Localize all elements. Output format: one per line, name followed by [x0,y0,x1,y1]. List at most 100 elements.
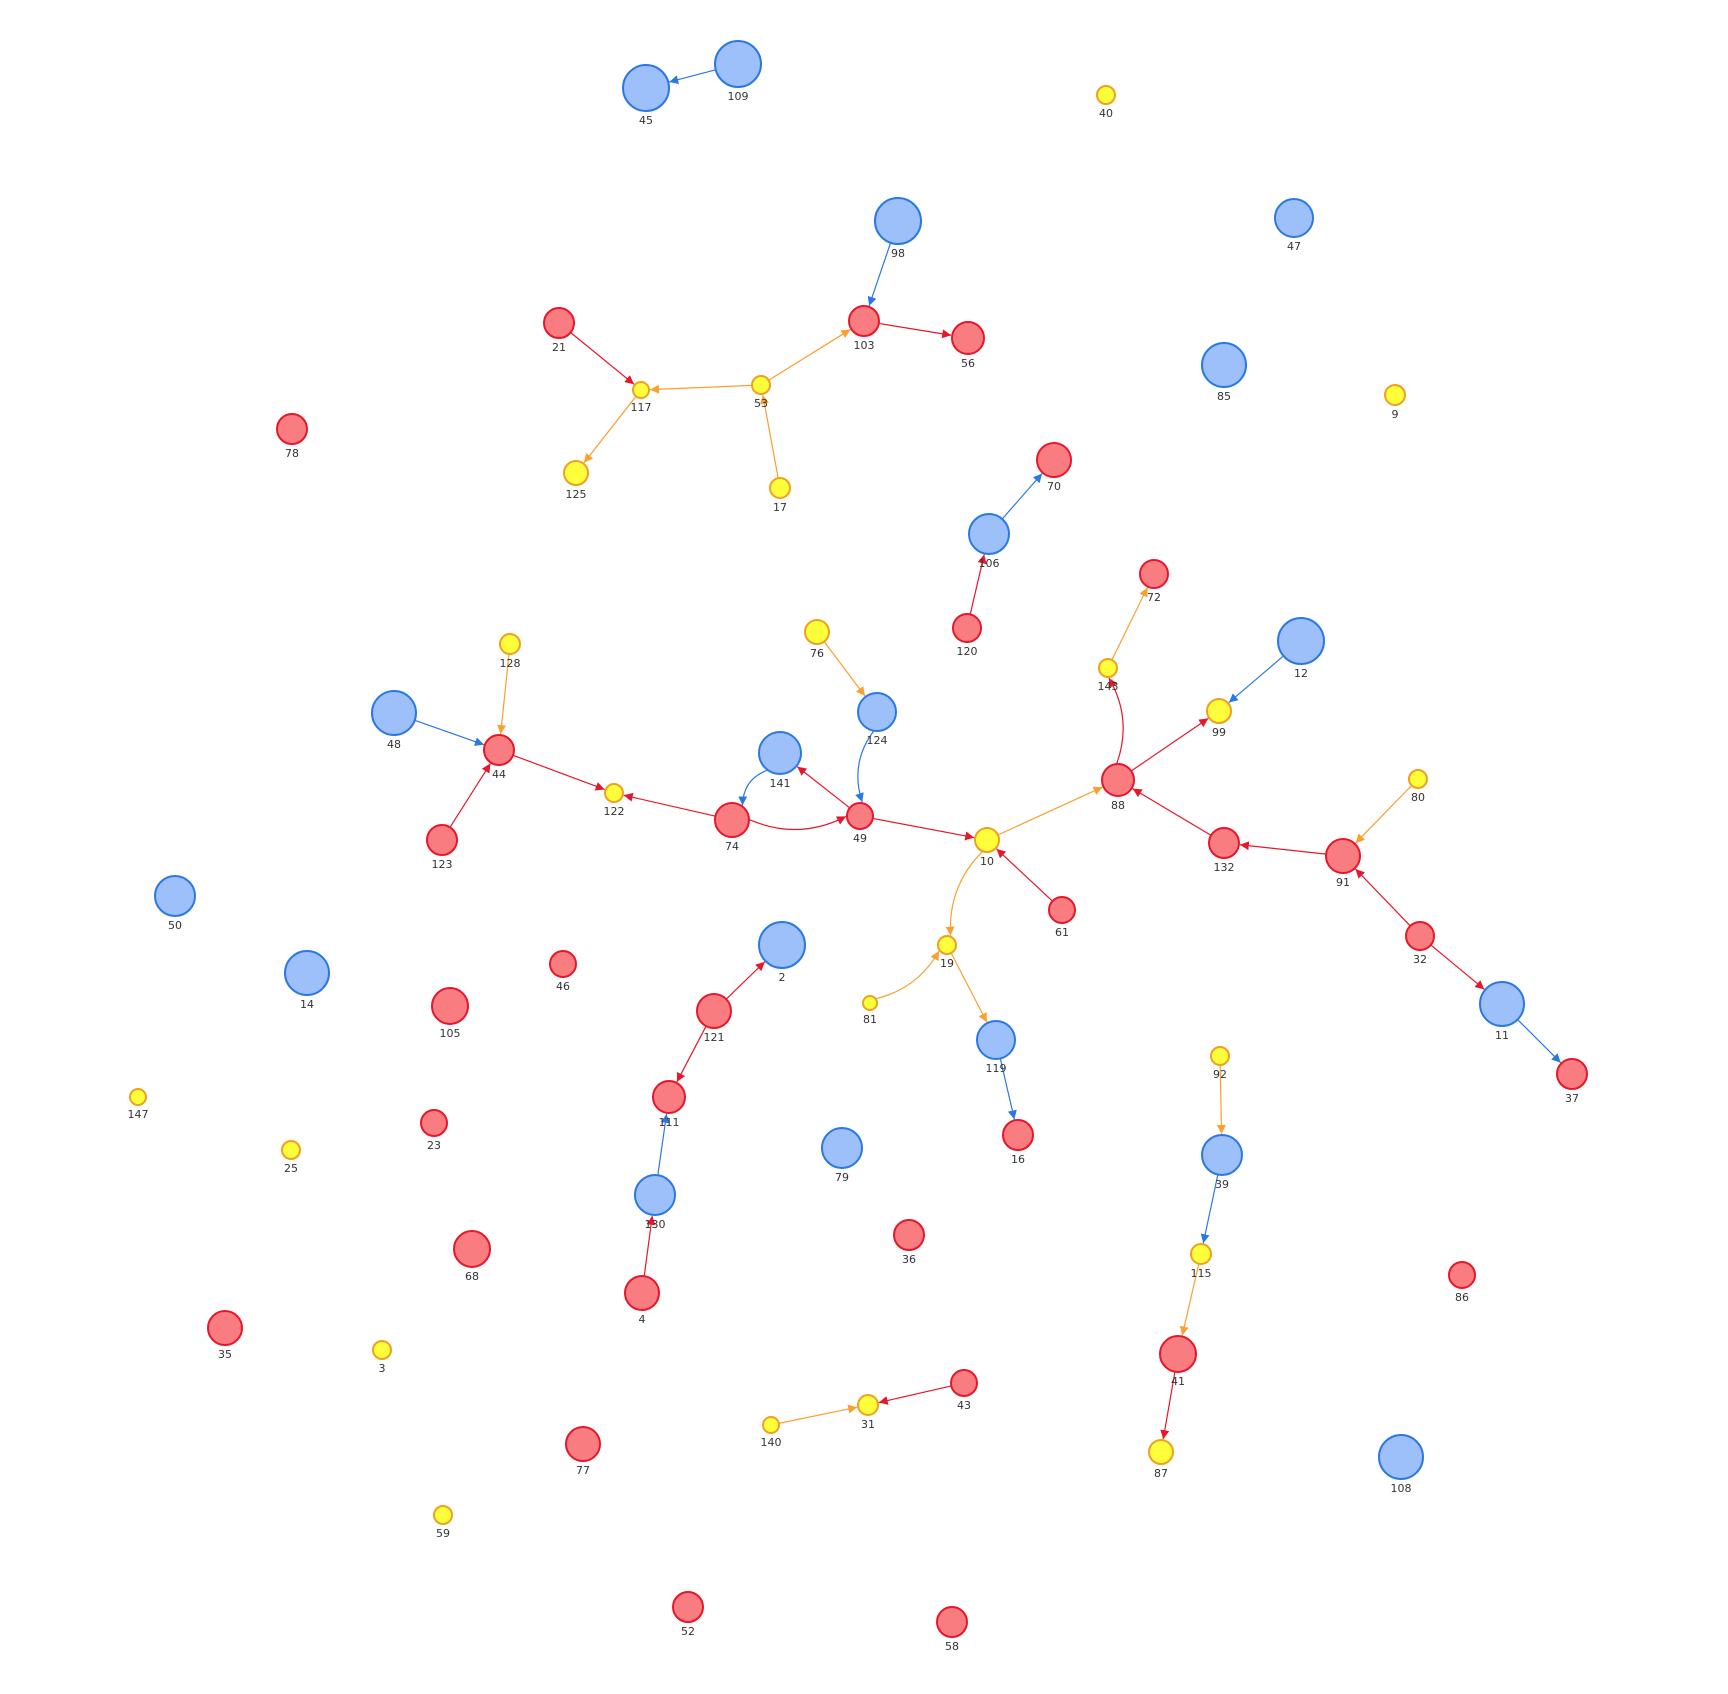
node-circle-59[interactable] [433,1505,453,1525]
node-circle-44[interactable] [483,734,515,766]
node-circle-31[interactable] [857,1394,879,1416]
node-circle-49[interactable] [846,802,874,830]
node-circle-123[interactable] [426,824,458,856]
node-circle-122[interactable] [604,783,624,803]
node-circle-117[interactable] [632,381,650,399]
node-circle-58[interactable] [936,1606,968,1638]
node-130[interactable]: 130 [634,1174,676,1231]
node-141[interactable]: 141 [758,731,802,790]
node-circle-115[interactable] [1190,1243,1212,1265]
node-circle-4[interactable] [624,1275,660,1311]
node-circle-79[interactable] [821,1127,863,1169]
node-circle-16[interactable] [1002,1119,1034,1151]
node-31[interactable]: 31 [857,1394,879,1431]
node-circle-41[interactable] [1159,1335,1197,1373]
node-72[interactable]: 72 [1139,559,1169,604]
node-106[interactable]: 106 [968,513,1010,570]
node-circle-68[interactable] [453,1230,491,1268]
node-52[interactable]: 52 [672,1591,704,1638]
node-78[interactable]: 78 [276,413,308,460]
node-circle-81[interactable] [862,995,878,1011]
node-86[interactable]: 86 [1448,1261,1476,1304]
node-circle-109[interactable] [714,40,762,88]
node-circle-98[interactable] [874,197,922,245]
node-88[interactable]: 88 [1101,763,1135,812]
node-circle-130[interactable] [634,1174,676,1216]
node-circle-45[interactable] [622,64,670,112]
node-21[interactable]: 21 [543,307,575,354]
node-48[interactable]: 48 [371,690,417,751]
node-76[interactable]: 76 [804,619,830,660]
node-circle-14[interactable] [284,950,330,996]
node-circle-3[interactable] [372,1340,392,1360]
node-37[interactable]: 37 [1556,1058,1588,1105]
node-circle-47[interactable] [1274,198,1314,238]
node-117[interactable]: 117 [631,381,652,414]
node-43[interactable]: 43 [950,1369,978,1412]
node-circle-10[interactable] [974,827,1000,853]
node-121[interactable]: 121 [696,993,732,1044]
node-56[interactable]: 56 [951,321,985,370]
node-4[interactable]: 4 [624,1275,660,1326]
node-circle-147[interactable] [129,1088,147,1106]
node-50[interactable]: 50 [154,875,196,932]
node-circle-46[interactable] [549,950,577,978]
node-2[interactable]: 2 [758,921,806,984]
node-circle-37[interactable] [1556,1058,1588,1090]
node-circle-72[interactable] [1139,559,1169,589]
node-41[interactable]: 41 [1159,1335,1197,1388]
node-circle-43[interactable] [950,1369,978,1397]
node-123[interactable]: 123 [426,824,458,871]
node-122[interactable]: 122 [604,783,625,818]
node-16[interactable]: 16 [1002,1119,1034,1166]
node-77[interactable]: 77 [565,1426,601,1477]
node-35[interactable]: 35 [207,1310,243,1361]
node-79[interactable]: 79 [821,1127,863,1184]
node-58[interactable]: 58 [936,1606,968,1653]
node-circle-141[interactable] [758,731,802,775]
node-circle-108[interactable] [1378,1434,1424,1480]
node-circle-132[interactable] [1208,827,1240,859]
node-circle-119[interactable] [976,1020,1016,1060]
node-circle-76[interactable] [804,619,830,645]
node-circle-56[interactable] [951,321,985,355]
node-circle-80[interactable] [1408,769,1428,789]
node-circle-52[interactable] [672,1591,704,1623]
node-circle-140[interactable] [762,1416,780,1434]
node-circle-25[interactable] [281,1140,301,1160]
node-circle-91[interactable] [1325,838,1361,874]
node-46[interactable]: 46 [549,950,577,993]
node-circle-2[interactable] [758,921,806,969]
node-circle-120[interactable] [952,613,982,643]
node-17[interactable]: 17 [769,477,791,514]
node-circle-103[interactable] [848,305,880,337]
node-25[interactable]: 25 [281,1140,301,1175]
node-105[interactable]: 105 [431,987,469,1040]
node-59[interactable]: 59 [433,1505,453,1540]
node-47[interactable]: 47 [1274,198,1314,253]
node-124[interactable]: 124 [857,692,897,747]
node-circle-11[interactable] [1479,981,1525,1027]
node-circle-19[interactable] [937,935,957,955]
node-11[interactable]: 11 [1479,981,1525,1042]
node-74[interactable]: 74 [714,802,750,853]
node-circle-36[interactable] [893,1219,925,1251]
node-147[interactable]: 147 [128,1088,149,1121]
node-circle-17[interactable] [769,477,791,499]
node-circle-124[interactable] [857,692,897,732]
node-32[interactable]: 32 [1405,921,1435,966]
node-140[interactable]: 140 [761,1416,782,1449]
node-109[interactable]: 109 [714,40,762,103]
node-circle-70[interactable] [1036,442,1072,478]
node-61[interactable]: 61 [1048,896,1076,939]
node-125[interactable]: 125 [563,460,589,501]
node-circle-92[interactable] [1210,1046,1230,1066]
node-40[interactable]: 40 [1096,85,1116,120]
node-132[interactable]: 132 [1208,827,1240,874]
node-39[interactable]: 39 [1201,1134,1243,1191]
node-19[interactable]: 19 [937,935,957,970]
node-81[interactable]: 81 [862,995,878,1026]
node-108[interactable]: 108 [1378,1434,1424,1495]
node-circle-121[interactable] [696,993,732,1029]
node-49[interactable]: 49 [846,802,874,845]
